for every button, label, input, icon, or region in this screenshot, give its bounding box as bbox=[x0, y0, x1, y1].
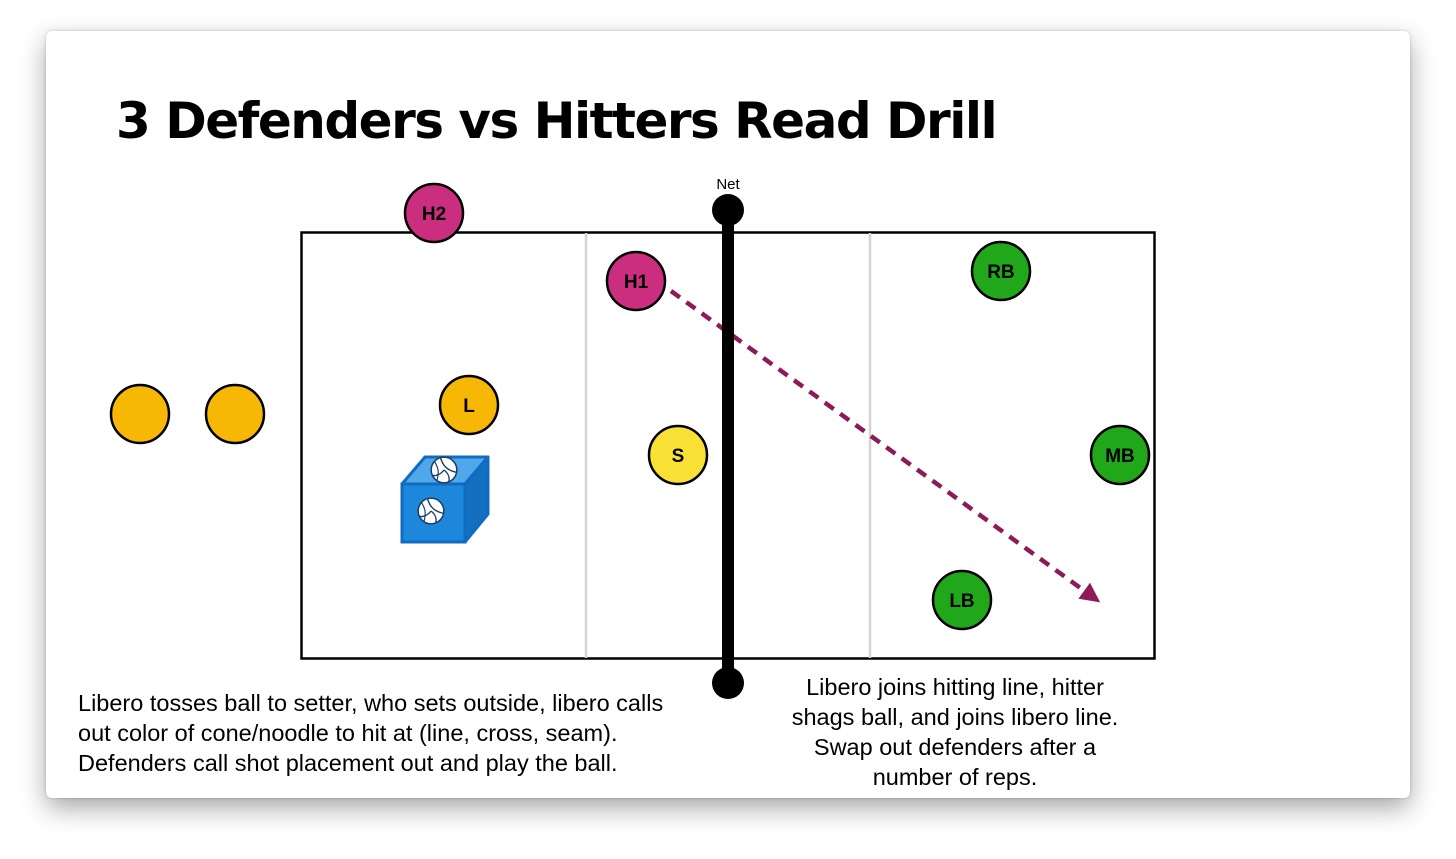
player-label: H2 bbox=[422, 204, 446, 225]
player-label: S bbox=[672, 446, 685, 467]
instructions-right-line: Libero joins hitting line, hitter bbox=[806, 674, 1104, 700]
player-marker bbox=[403, 182, 465, 244]
libero-waiting-line bbox=[109, 383, 266, 445]
player-l: L bbox=[438, 374, 500, 436]
net-label: Net bbox=[716, 176, 740, 193]
player-label: MB bbox=[1105, 446, 1135, 467]
player-h1: H1 bbox=[605, 250, 667, 312]
player-marker bbox=[647, 424, 709, 486]
instructions-left-line: out color of cone/noodle to hit at (line… bbox=[78, 720, 618, 746]
player-marker bbox=[438, 374, 500, 436]
player-rb: RB bbox=[970, 240, 1032, 302]
player-label: RB bbox=[987, 262, 1014, 283]
instructions-right: Libero joins hitting line, hitter shags … bbox=[755, 672, 1155, 792]
volleyball-icon bbox=[417, 497, 445, 525]
instructions-right-line: Swap out defenders after a bbox=[813, 734, 1097, 760]
volleyball-icon bbox=[430, 456, 458, 484]
waiting-libero-marker bbox=[204, 383, 266, 445]
player-marker bbox=[970, 240, 1032, 302]
instructions-left: Libero tosses ball to setter, who sets o… bbox=[78, 688, 728, 778]
instructions-left-line: Defenders call shot placement out and pl… bbox=[78, 750, 618, 776]
waiting-libero-marker bbox=[109, 383, 171, 445]
attack-path-arrow bbox=[669, 289, 1101, 603]
player-marker bbox=[1089, 424, 1151, 486]
player-marker bbox=[605, 250, 667, 312]
instructions-left-line: Libero tosses ball to setter, who sets o… bbox=[78, 690, 664, 716]
ball-cart-icon bbox=[400, 455, 490, 544]
player-h2: H2 bbox=[403, 182, 465, 244]
player-label: H1 bbox=[624, 272, 649, 293]
diagram-title: 3 Defenders vs Hitters Read Drill bbox=[116, 92, 998, 150]
player-s: S bbox=[647, 424, 709, 486]
player-label: LB bbox=[949, 591, 974, 612]
instructions-right-line: number of reps. bbox=[872, 764, 1038, 790]
instructions-right-line: shags ball, and joins libero line. bbox=[791, 704, 1119, 730]
player-marker bbox=[931, 569, 993, 631]
player-lb: LB bbox=[931, 569, 993, 631]
player-label: L bbox=[463, 396, 475, 417]
net-post-bottom bbox=[712, 667, 744, 699]
player-mb: MB bbox=[1089, 424, 1151, 486]
net-post-top bbox=[712, 194, 744, 226]
